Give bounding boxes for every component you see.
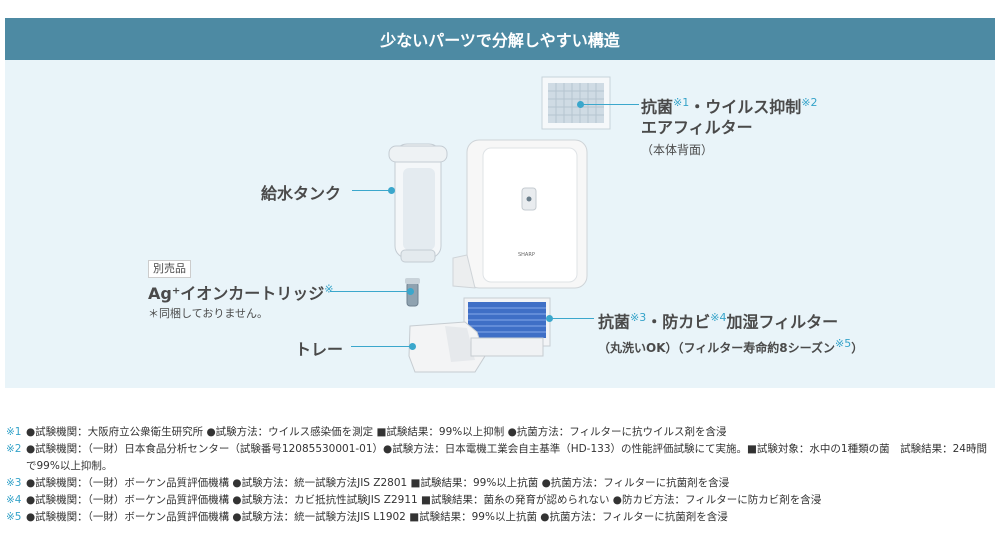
- product-diagram-panel: SHARP: [5, 60, 995, 388]
- tray-image: [408, 321, 544, 373]
- air-filter-leader: [581, 104, 639, 105]
- section-title: 少ないパーツで分解しやすい構造: [380, 31, 620, 50]
- water-tank-image: [388, 143, 448, 263]
- tank-dot: [388, 187, 395, 194]
- footnote-4: ※4●試験機関：（一財）ボーケン品質評価機構 ●試験方法：カビ抵抗性試験JIS …: [6, 494, 822, 506]
- humid-filter-leader: [550, 318, 594, 319]
- humid-filter-dot: [546, 315, 553, 322]
- footnote-5: ※5●試験機関：（一財）ボーケン品質評価機構 ●試験方法：統一試験方法JIS L…: [6, 511, 728, 523]
- ag-cartridge-note: ＊同梱しておりません。: [148, 307, 269, 320]
- cartridge-dot: [407, 288, 414, 295]
- footnote-3: ※3●試験機関：（一財）ボーケン品質評価機構 ●試験方法：統一試験方法JIS Z…: [6, 477, 730, 489]
- tank-leader: [352, 190, 392, 191]
- air-filter-label: 抗菌※1・ウイルス抑制※2 エアフィルター （本体背面）: [641, 96, 818, 158]
- optional-badge: 別売品: [148, 260, 191, 278]
- footnote-2: ※2●試験機関：（一財）日本食品分析センター（試験番号12085530001-0…: [6, 443, 987, 472]
- product-illustration: SHARP: [388, 76, 611, 373]
- humidifier-body-image: SHARP: [452, 139, 588, 289]
- air-filter-dot: [577, 101, 584, 108]
- water-tank-label: 給水タンク: [261, 184, 342, 203]
- footnote-1: ※1●試験機関：大阪府立公衆衛生研究所 ●試験方法：ウイルス感染価を測定 ■試験…: [6, 426, 727, 438]
- tray-dot: [409, 343, 416, 350]
- tray-label: トレー: [295, 340, 344, 359]
- humidifying-filter-label: 抗菌※3・防カビ※4加湿フィルター （丸洗いOK）（フィルター寿命約8シーズン※…: [598, 311, 864, 356]
- cartridge-leader: [330, 291, 410, 292]
- air-filter-image: [541, 76, 611, 130]
- ag-cartridge-label: Ag⁺イオンカートリッジ※: [148, 282, 334, 303]
- footnotes: ※1●試験機関：大阪府立公衆衛生研究所 ●試験方法：ウイルス感染価を測定 ■試験…: [6, 424, 996, 526]
- section-header: 少ないパーツで分解しやすい構造: [5, 18, 995, 60]
- device-logo: SHARP: [518, 252, 535, 258]
- tray-leader: [351, 346, 411, 347]
